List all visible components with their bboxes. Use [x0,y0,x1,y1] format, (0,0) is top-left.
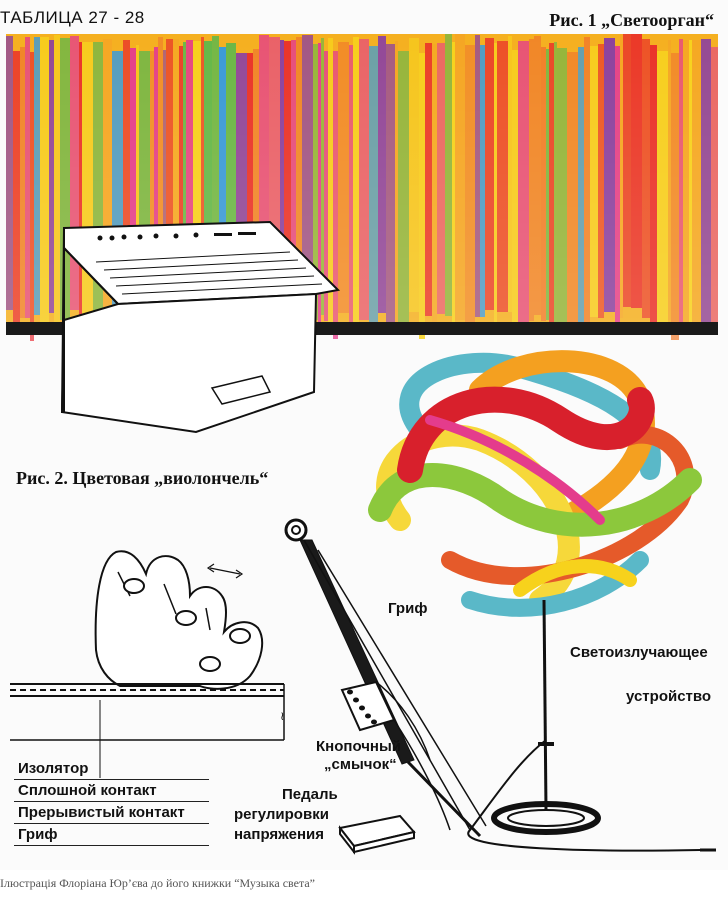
hand-contact-detail [94,550,264,690]
light-device-label-1: Светоизлучающее [570,644,708,661]
legend-item-insulator: Изолятор [14,758,209,780]
fingerboard-label: Гриф [388,600,428,617]
contact-layers: ≀ [10,683,285,741]
image-caption: Ілюстрація Флоріана Юр’єва до його книжк… [0,876,315,890]
pedal-label-2: регулировки [234,806,329,823]
pedal-label-3: напряжения [234,826,324,843]
legend-item-fingerboard: Гриф [14,824,209,846]
fig1-title: Рис. 1 „Светоорган“ [549,10,714,30]
svg-text:≀: ≀ [280,709,285,723]
legend-item-intermittent-contact: Прерывистый контакт [14,802,209,824]
light-organ-console [60,220,341,434]
light-device-label-2: устройство [626,688,712,705]
table-label: ТАБЛИЦА 27 - 28 [0,8,145,27]
contact-legend: Изолятор Сплошной контакт Прерывистый ко… [14,758,209,846]
button-bow [340,680,451,831]
fig2-title: Рис. 2. Цветовая „виолончель“ [16,468,269,488]
light-emitting-knot [368,350,702,617]
bow-label-1: Кнопочный [316,738,402,755]
voltage-pedal [338,814,416,855]
pedal-label-1: Педаль [282,786,338,803]
legend-item-solid-contact: Сплошной контакт [14,780,209,802]
light-device-stand [467,599,716,852]
bow-label-2: „смычок“ [324,756,397,773]
